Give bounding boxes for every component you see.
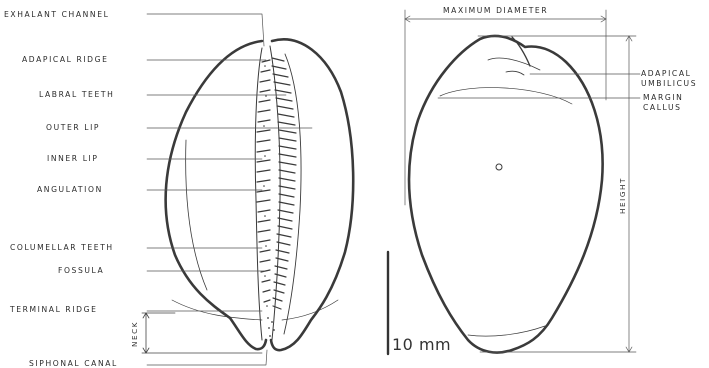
label-height: HEIGHT [618, 177, 627, 214]
label-adapical-umbilicus: ADAPICAL UMBILICUS [641, 69, 707, 89]
label-inner-lip: INNER LIP [47, 154, 99, 163]
labral-teeth [272, 58, 296, 309]
label-maximum-diameter: MAXIMUM DIAMETER [443, 6, 548, 15]
label-columellar-teeth: COLUMELLAR TEETH [10, 243, 114, 252]
label-outer-lip: OUTER LIP [46, 123, 100, 132]
label-fossula: FOSSULA [58, 266, 104, 275]
dimension-lines-right [405, 10, 640, 352]
leader-lines-left [147, 14, 312, 365]
dorsal-spot [496, 164, 502, 170]
label-labral-teeth: LABRAL TEETH [39, 90, 114, 99]
label-terminal-ridge: TERMINAL RIDGE [10, 305, 97, 314]
ventral-shell [166, 39, 354, 350]
label-siphonal-canal: SIPHONAL CANAL [29, 359, 118, 368]
dorsal-shell [409, 36, 603, 353]
ventral-shell-left-outline [166, 41, 266, 349]
dorsal-shell-outline [409, 36, 603, 353]
label-neck: NECK [130, 321, 139, 347]
label-adapical-ridge: ADAPICAL RIDGE [22, 55, 109, 64]
scale-bar-label: 10 mm [392, 335, 451, 354]
label-exhalant-channel: EXHALANT CHANNEL [4, 10, 109, 19]
columellar-teeth [257, 60, 270, 302]
label-margin-callus: MARGIN CALLUS [643, 93, 703, 113]
neck-dimension [142, 313, 262, 353]
label-angulation: ANGULATION [37, 185, 103, 194]
